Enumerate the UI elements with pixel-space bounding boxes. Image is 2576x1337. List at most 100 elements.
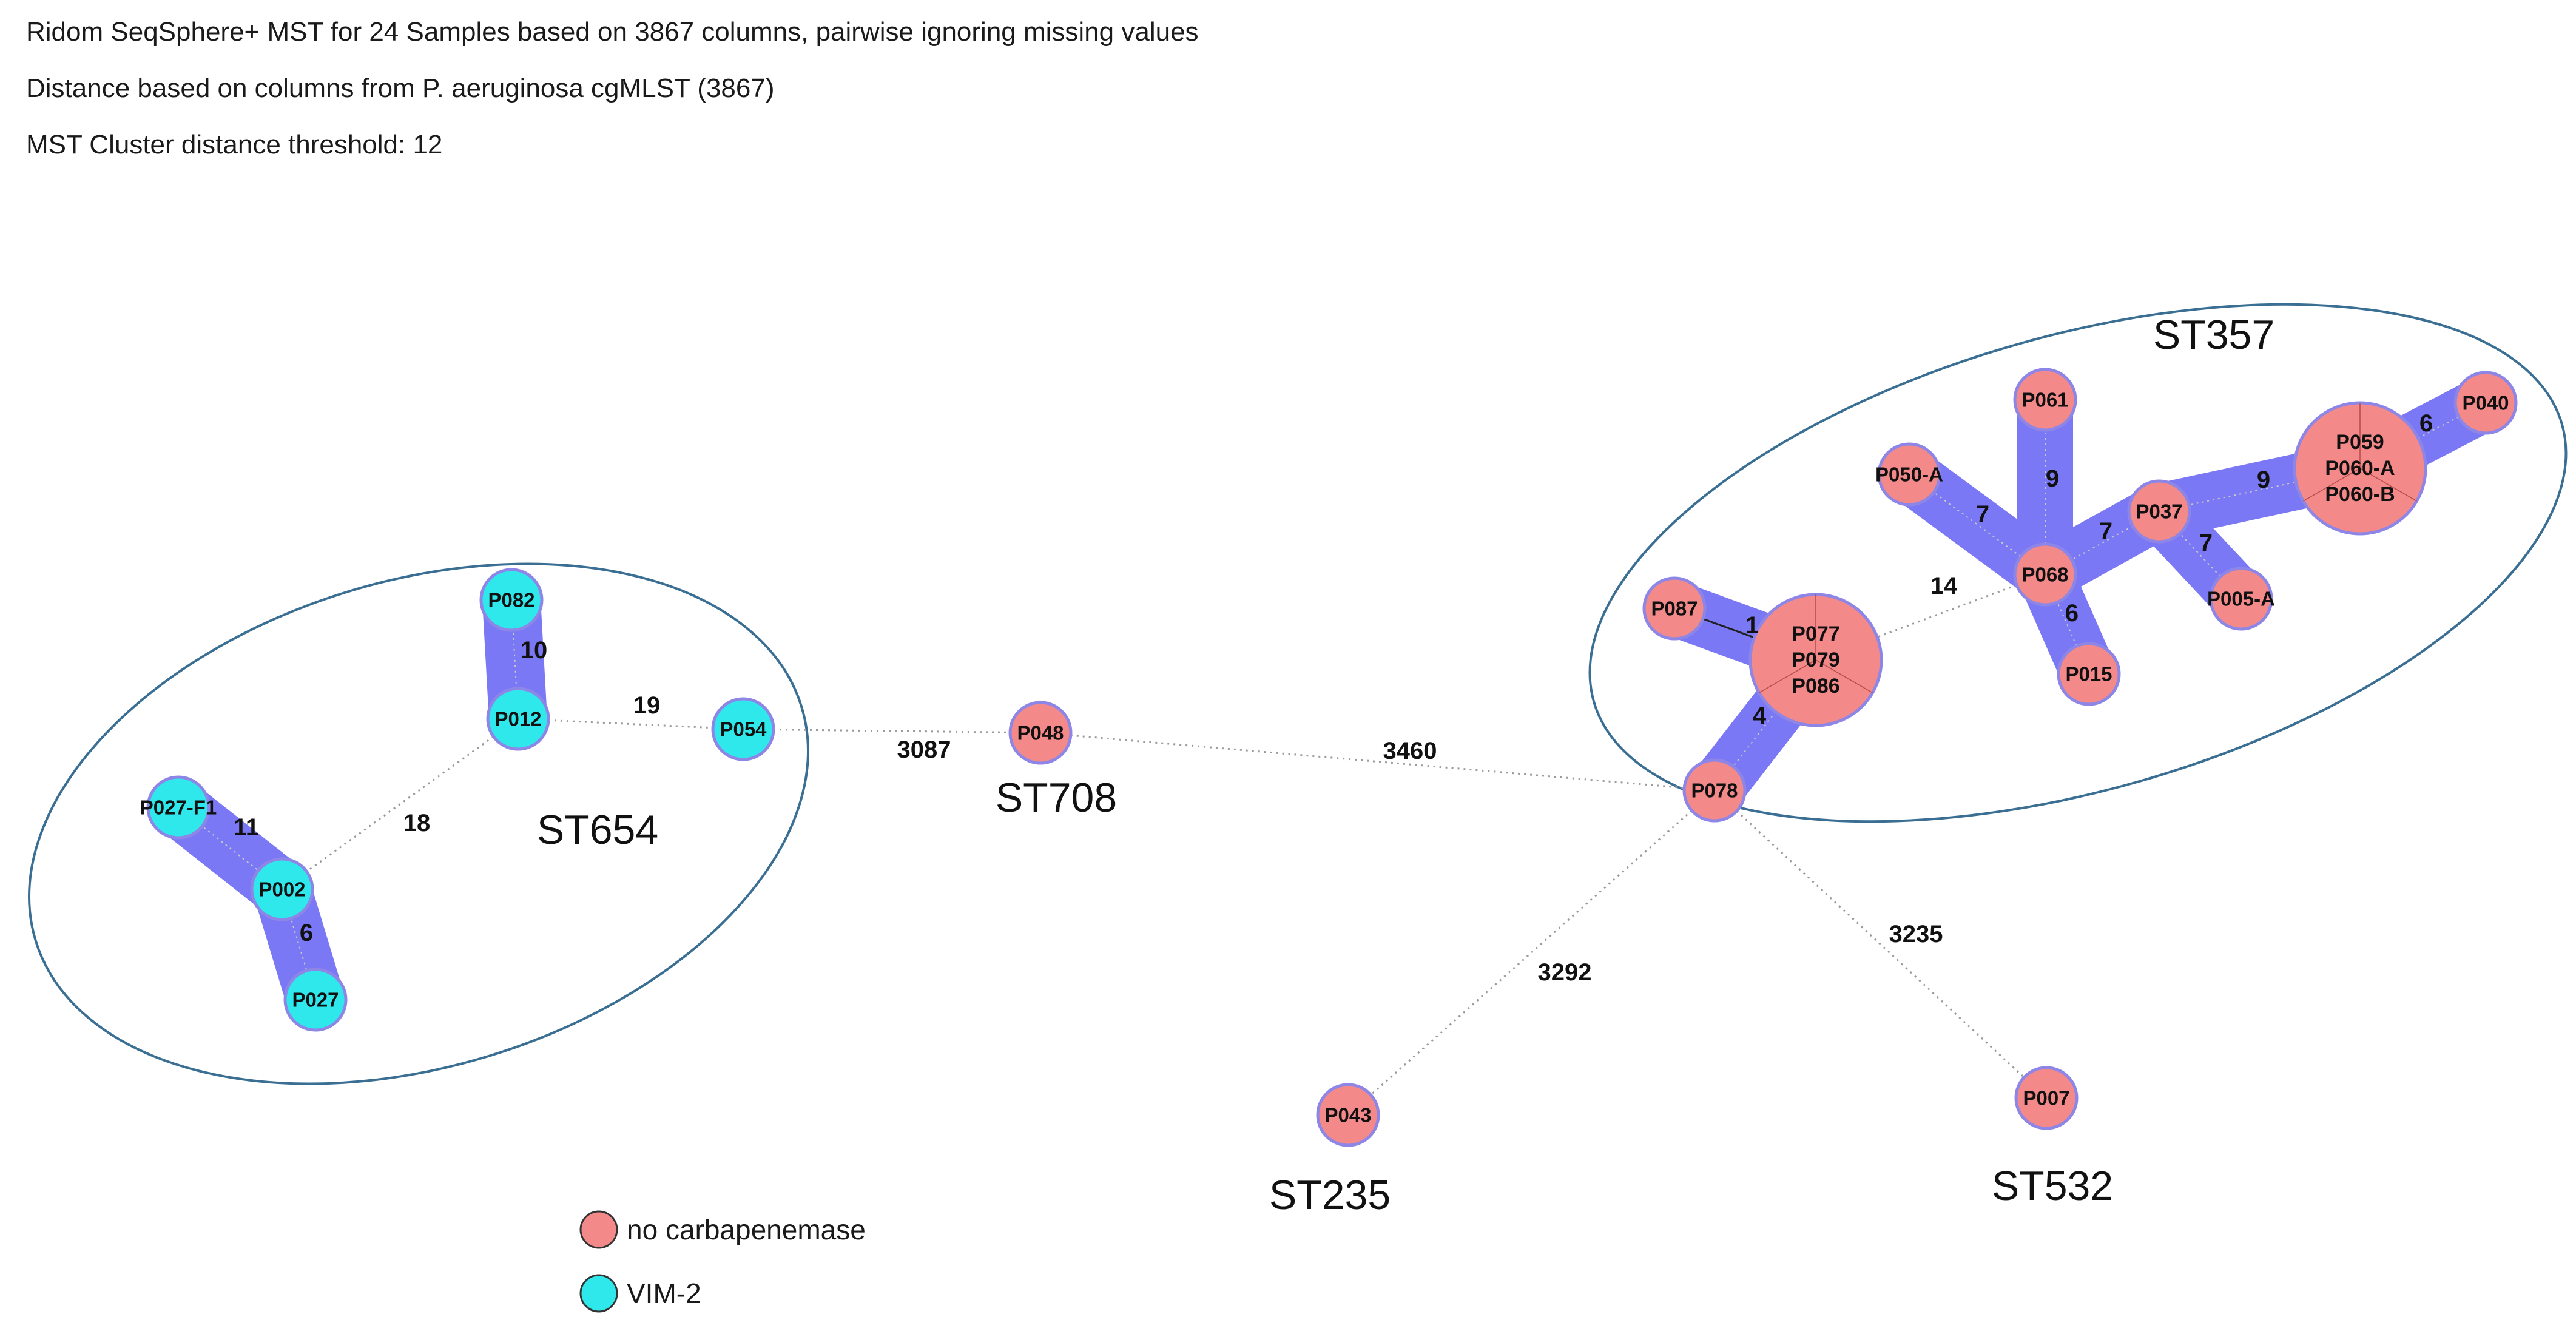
figure-header: Ridom SeqSphere+ MST for 24 Samples base… <box>26 11 1199 180</box>
node-slice-divider-p059-group <box>2359 468 2417 502</box>
edge-p037-p059-group <box>2159 468 2361 512</box>
edge-p012-p002 <box>282 718 519 891</box>
st-label-st235: ST235 <box>1269 1172 1391 1218</box>
group-outline-st654 <box>28 562 809 1085</box>
node-p061[interactable]: P061 <box>2013 368 2077 432</box>
node-circle-p078 <box>1682 758 1747 823</box>
node-label-p061: P061 <box>2021 389 2068 411</box>
node-label-p002: P002 <box>258 878 305 901</box>
node-p048[interactable]: P048 <box>1008 701 1073 765</box>
node-label-p015: P015 <box>2065 663 2112 685</box>
node-label-p005-a: P005-A <box>2207 588 2275 610</box>
edge-p054-p048 <box>743 728 1041 734</box>
node-circle-p007 <box>2014 1066 2079 1130</box>
st-label-st357: ST357 <box>2153 312 2274 358</box>
node-label-p012: P012 <box>494 708 541 730</box>
node-circle-p027-f1 <box>146 775 211 840</box>
edge-label-p068-p037: 7 <box>2099 518 2112 545</box>
node-p007[interactable]: P007 <box>2014 1066 2079 1130</box>
edge-p048-p078 <box>1040 732 1715 792</box>
node-p082[interactable]: P082 <box>479 568 544 632</box>
edge-label-p012-p054: 19 <box>633 692 661 719</box>
edge-label-p082-p012: 10 <box>521 637 548 664</box>
node-p078[interactable]: P078 <box>1682 758 1747 823</box>
node-circle-p054 <box>711 697 775 761</box>
node-label-p050-a: P050-A <box>1875 463 1943 486</box>
node-circle-p037 <box>2127 479 2191 544</box>
group-outline-st357 <box>1588 303 2568 823</box>
edge-label-p037-p059-group: 9 <box>2257 466 2270 493</box>
node-label-p079: P079 <box>1792 648 1839 672</box>
node-label-p060-a: P060-A <box>2325 457 2395 480</box>
legend-item-vim-2: VIM-2 <box>579 1274 701 1313</box>
edge-label-p087-p077-group: 1 <box>1745 612 1759 639</box>
node-circle-p043 <box>1316 1083 1380 1147</box>
node-circle-p082 <box>479 568 544 632</box>
node-p087[interactable]: P087 <box>1642 576 1707 641</box>
node-label-p037: P037 <box>2136 500 2182 523</box>
node-label-p086: P086 <box>1792 675 1839 698</box>
node-circle-p012 <box>486 687 550 751</box>
node-p037[interactable]: P037 <box>2127 479 2191 544</box>
node-circle-p048 <box>1008 701 1073 765</box>
node-p027[interactable]: P027 <box>283 968 348 1032</box>
node-p005-a[interactable]: P005-A <box>2207 567 2275 631</box>
node-p068[interactable]: P068 <box>2013 542 2077 607</box>
edge-p078-p007 <box>1713 789 2048 1099</box>
node-slice-divider-p059-group <box>2303 468 2361 502</box>
edge-p077-group-p068 <box>1815 573 2046 661</box>
node-p050-a[interactable]: P050-A <box>1875 442 1943 507</box>
node-circle-p050-a <box>1877 442 1941 507</box>
node-label-p043: P043 <box>1324 1104 1371 1127</box>
edge-label-p077-group-p068: 14 <box>1930 573 1958 599</box>
st-label-st654: ST654 <box>537 807 658 853</box>
header-line-title: Ridom SeqSphere+ MST for 24 Samples base… <box>26 17 1199 47</box>
node-circle-p068 <box>2013 542 2077 607</box>
header-line-threshold: MST Cluster distance threshold: 12 <box>26 130 443 160</box>
node-label-p040: P040 <box>2462 392 2509 414</box>
node-label-p027-f1: P027-F1 <box>140 796 217 819</box>
node-label-p087: P087 <box>1651 598 1698 620</box>
edge-label-p068-p015: 6 <box>2065 600 2079 627</box>
node-p027-f1[interactable]: P027-F1 <box>140 775 217 840</box>
node-label-p078: P078 <box>1691 780 1738 802</box>
node-label-p007: P007 <box>2023 1087 2069 1110</box>
node-p012[interactable]: P012 <box>486 687 550 751</box>
node-label-p054: P054 <box>720 718 767 741</box>
edge-p078-p043 <box>1347 789 1715 1116</box>
header-line-distance: Distance based on columns from P. aerugi… <box>26 73 775 103</box>
node-p054[interactable]: P054 <box>711 697 775 761</box>
node-label-p082: P082 <box>488 589 534 611</box>
group-outlines-layer <box>28 303 2568 1085</box>
node-p040[interactable]: P040 <box>2453 371 2518 435</box>
edge-label-p027-f1-p002: 11 <box>234 814 259 841</box>
node-p015[interactable]: P015 <box>2057 642 2121 706</box>
edge-label-p037-p005-a: 7 <box>2199 530 2213 556</box>
node-p043[interactable]: P043 <box>1316 1083 1380 1147</box>
node-label-p060-b: P060-B <box>2325 483 2395 506</box>
edge-label-p012-p002: 18 <box>403 810 431 837</box>
edge-label-p078-p043: 3292 <box>1538 959 1592 986</box>
legend-label-no-carbapenemase: no carbapenemase <box>627 1214 866 1245</box>
legend-label-vim-2: VIM-2 <box>627 1278 701 1309</box>
edge-p012-p054 <box>518 718 744 730</box>
edge-label-p077-group-p078: 4 <box>1753 702 1767 729</box>
legend-swatch-no-carbapenemase <box>579 1210 618 1249</box>
node-circle-p040 <box>2453 371 2518 435</box>
edge-label-p061-p068: 9 <box>2046 465 2059 492</box>
node-label-p048: P048 <box>1017 722 1064 744</box>
st-label-st708: ST708 <box>996 775 1117 821</box>
node-slice-divider-p077-group <box>1759 659 1816 693</box>
edge-label-p002-p027: 6 <box>300 920 313 946</box>
node-circle-p061 <box>2013 368 2077 432</box>
edge-label-p078-p007: 3235 <box>1889 921 1943 948</box>
node-circle-p005-a <box>2209 567 2273 631</box>
node-p002[interactable]: P002 <box>250 857 314 921</box>
node-circle-p027 <box>283 968 348 1032</box>
